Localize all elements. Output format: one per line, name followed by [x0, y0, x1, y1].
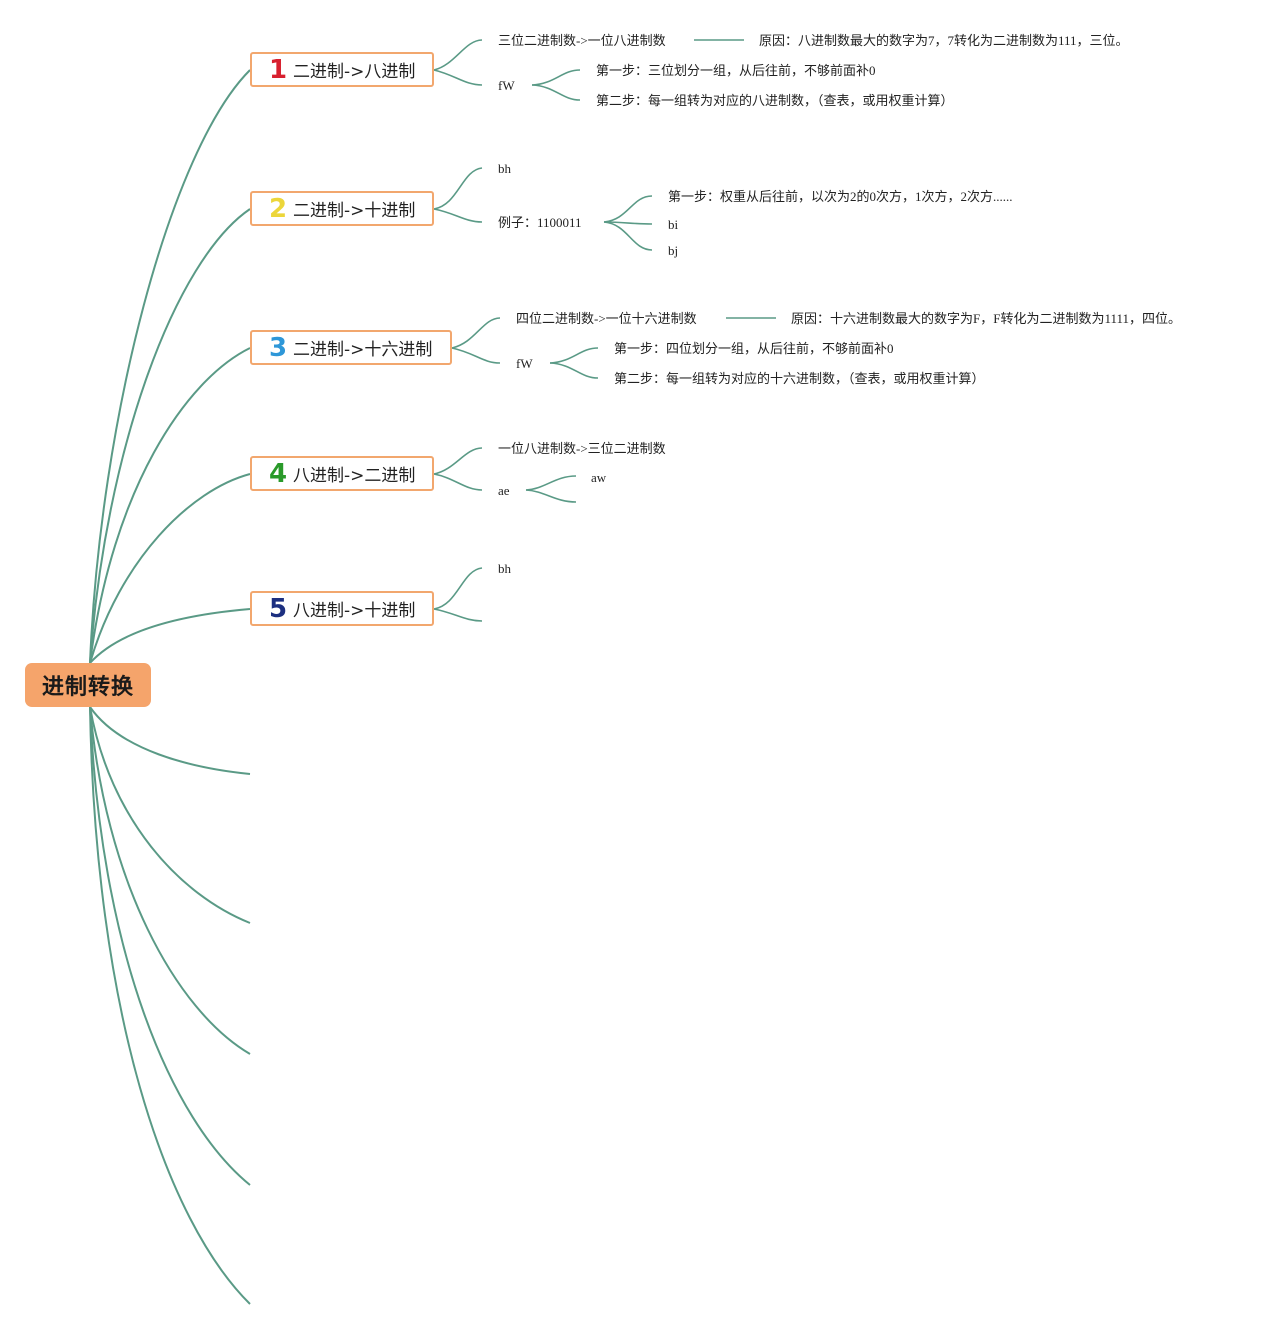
- link-root-topic-2: [89, 208, 251, 664]
- t4-sub[interactable]: aw: [591, 470, 607, 485]
- link-t3-group: [451, 347, 501, 364]
- topic-label: 八进制->二进制: [293, 466, 416, 486]
- link-t2-example: [433, 208, 483, 223]
- topic-binary-to-octal[interactable]: 1 二进制->八进制: [250, 52, 434, 87]
- number-2-marker: 2: [268, 193, 288, 224]
- t2-a[interactable]: bh: [498, 161, 511, 176]
- link-t2-a: [433, 167, 483, 210]
- topic-label: 八进制->十进制: [293, 601, 416, 621]
- link-t5-empty: [433, 608, 483, 622]
- t1-rule[interactable]: 三位二进制数->一位八进制数: [498, 33, 666, 48]
- number-5-marker: 5: [268, 593, 288, 624]
- t2-b[interactable]: bi: [668, 217, 679, 232]
- root-topic[interactable]: 进制转换: [25, 663, 151, 707]
- topic-octal-to-binary[interactable]: 4 八进制->二进制: [250, 456, 434, 491]
- t2-step1[interactable]: 第一步：权重从后往前，以次为2的0次方，1次方，2次方......: [668, 189, 1013, 204]
- link-t3-step1: [549, 347, 599, 364]
- link-root-empty-9: [89, 706, 251, 1186]
- t3-group[interactable]: fW: [516, 356, 533, 371]
- link-t2-step1: [603, 195, 653, 223]
- link-root-topic-4: [89, 473, 251, 664]
- number-1-marker: 1: [268, 54, 288, 85]
- link-root-empty-10: [89, 706, 251, 1305]
- link-t5-a: [433, 567, 483, 610]
- link-t4-group: [433, 473, 483, 491]
- link-root-topic-3: [89, 347, 251, 664]
- link-t3-step2: [549, 362, 599, 379]
- t4-group[interactable]: ae: [498, 483, 510, 498]
- topic-label: 二进制->十六进制: [293, 340, 433, 360]
- t1-reason[interactable]: 原因：八进制数最大的数字为7，7转化为二进制数为111，三位。: [759, 33, 1129, 48]
- t5-a[interactable]: bh: [498, 561, 511, 576]
- link-t1-step1: [531, 69, 581, 86]
- link-t4-sub: [525, 475, 577, 491]
- link-t2-c: [603, 221, 653, 251]
- link-t1-step2: [531, 84, 581, 101]
- number-4-marker: 4: [268, 458, 288, 489]
- topic-binary-to-hex[interactable]: 3 二进制->十六进制: [250, 330, 452, 365]
- link-t4-empty: [525, 489, 577, 503]
- t1-group[interactable]: fW: [498, 78, 515, 93]
- number-3-marker: 3: [268, 332, 288, 363]
- t4-rule[interactable]: 一位八进制数->三位二进制数: [498, 441, 666, 456]
- link-t1-group: [433, 69, 483, 86]
- topic-octal-to-decimal[interactable]: 5 八进制->十进制: [250, 591, 434, 626]
- topic-label: 二进制->十进制: [293, 201, 416, 221]
- link-root-empty-6: [89, 706, 251, 775]
- topic-binary-to-decimal[interactable]: 2 二进制->十进制: [250, 191, 434, 226]
- link-root-topic-5: [89, 608, 251, 664]
- t3-step2[interactable]: 第二步：每一组转为对应的十六进制数，（查表，或用权重计算）: [614, 371, 985, 386]
- link-root-empty-7: [89, 706, 251, 924]
- link-t1-rule: [433, 39, 483, 71]
- t3-reason[interactable]: 原因：十六进制数最大的数字为F，F转化为二进制数为1111，四位。: [791, 311, 1182, 326]
- topic-label: 二进制->八进制: [293, 62, 416, 82]
- t1-step1[interactable]: 第一步：三位划分一组，从后往前，不够前面补0: [596, 63, 876, 78]
- t2-example[interactable]: 例子：1100011: [498, 215, 582, 230]
- t3-rule[interactable]: 四位二进制数->一位十六进制数: [516, 311, 697, 326]
- t2-c[interactable]: bj: [668, 243, 679, 258]
- link-root-topic-1: [89, 69, 251, 664]
- link-root-empty-8: [89, 706, 251, 1055]
- link-t4-rule: [433, 447, 483, 475]
- link-t3-rule: [451, 317, 501, 349]
- t3-step1[interactable]: 第一步：四位划分一组，从后往前，不够前面补0: [614, 341, 894, 356]
- t1-step2[interactable]: 第二步：每一组转为对应的八进制数，（查表，或用权重计算）: [596, 93, 954, 108]
